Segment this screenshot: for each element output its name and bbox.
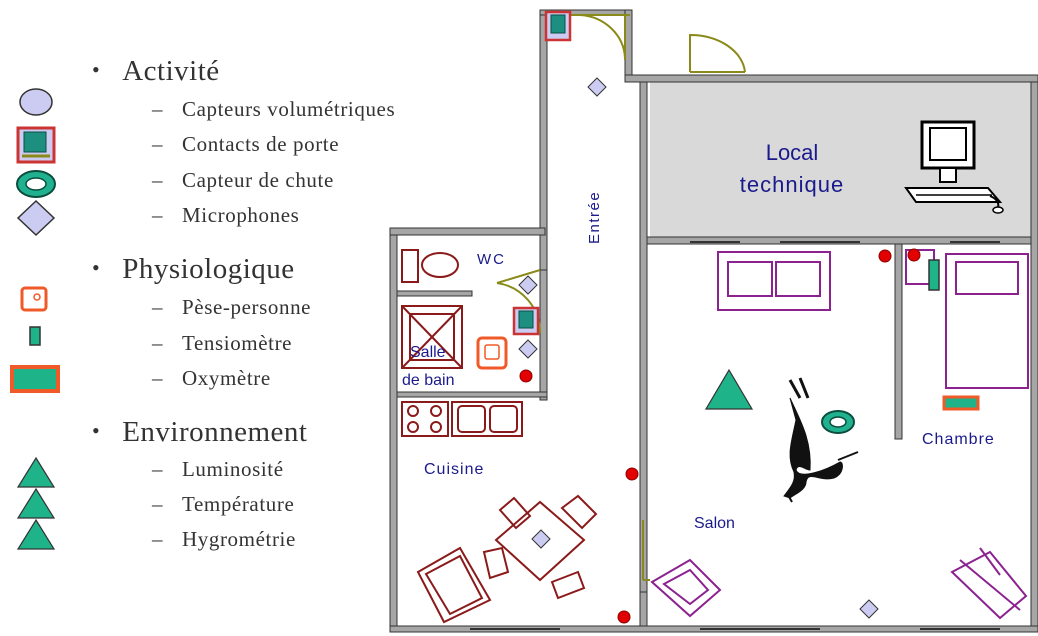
sensors	[476, 10, 980, 624]
section-title-text: Activité	[122, 55, 220, 87]
legend-item-label: Capteurs volumétriques	[182, 97, 396, 121]
scale-icon	[20, 286, 48, 312]
sensor-dot	[878, 249, 892, 263]
room-label-salon: Salon	[694, 515, 735, 532]
sensor-dot	[617, 610, 631, 624]
blood-pressure-icon	[29, 326, 41, 346]
legend-item: –Capteur de chute	[152, 168, 334, 193]
microphone-icon	[531, 529, 551, 549]
bathroom-furniture	[401, 249, 523, 437]
stove	[401, 401, 449, 437]
legend-item: –Luminosité	[152, 457, 284, 482]
legend-item: –Hygrométrie	[152, 527, 296, 552]
scale-icon	[476, 336, 508, 370]
legend-item: –Oxymètre	[152, 366, 271, 391]
dash-glyph: –	[152, 132, 164, 156]
legend-item: –Capteurs volumétriques	[152, 97, 395, 122]
person-icon	[783, 377, 859, 503]
room-label-wc: WC	[477, 251, 506, 268]
room-label-local: Local	[766, 140, 819, 165]
blood-pressure-icon	[928, 259, 940, 291]
door-contact-icon	[512, 306, 540, 336]
legend-item-label: Pèse-personne	[182, 295, 312, 319]
computer-icon	[904, 120, 1004, 214]
oximeter-icon	[942, 395, 980, 411]
legend-item: –Contacts de porte	[152, 132, 339, 157]
sensor-dot	[519, 369, 533, 383]
exercise-bike	[950, 550, 1028, 620]
room-label-de-bain: de bain	[402, 372, 455, 389]
bullet-glyph: •	[92, 255, 101, 280]
dash-glyph: –	[152, 366, 164, 390]
door-contact-icon	[544, 10, 572, 42]
bed	[945, 253, 1029, 389]
toilet-bowl	[421, 252, 459, 278]
technical-room	[650, 82, 1035, 237]
toilet-tank	[401, 249, 419, 283]
room-label-technique: technique	[740, 172, 844, 197]
light-sensor-icon	[704, 368, 754, 410]
sensor-dot	[625, 467, 639, 481]
legend-item-label: Oxymètre	[182, 366, 271, 390]
legend-item-label: Microphones	[182, 203, 300, 227]
dining-table	[416, 494, 598, 624]
legend-item-label: Hygrométrie	[182, 527, 296, 551]
light-sensor-icon	[16, 456, 56, 488]
legend-item: –Pèse-personne	[152, 295, 311, 320]
legend-item: –Température	[152, 492, 294, 517]
sink	[451, 401, 523, 437]
legend-item-label: Contacts de porte	[182, 132, 340, 156]
dash-glyph: –	[152, 492, 164, 516]
legend-item: –Microphones	[152, 203, 299, 228]
legend-item-label: Capteur de chute	[182, 168, 334, 192]
legend-item: –Tensiomètre	[152, 331, 292, 356]
armchair	[650, 558, 722, 618]
shower	[401, 305, 463, 369]
living-furniture	[650, 249, 1029, 620]
section-title-text: Physiologique	[122, 253, 295, 285]
section-title-activite: • Activité	[92, 55, 220, 88]
legend-icons	[10, 88, 60, 550]
oximeter-icon	[10, 365, 60, 393]
section-title-text: Environnement	[122, 416, 308, 448]
microphone-icon	[518, 339, 538, 359]
room-label-salle: Salle	[410, 344, 446, 361]
doors	[496, 14, 746, 581]
legend-item-label: Luminosité	[182, 457, 284, 481]
microphone-icon	[859, 599, 879, 619]
dash-glyph: –	[152, 168, 164, 192]
sensor-dot	[907, 248, 921, 262]
room-labels: Local technique WC Entrée Salle de bain …	[402, 140, 995, 532]
door-contact-icon	[16, 126, 56, 164]
dash-glyph: –	[152, 97, 164, 121]
room-label-entree: Entrée	[586, 191, 603, 244]
volumetric-sensor-icon	[19, 88, 53, 116]
dash-glyph: –	[152, 527, 164, 551]
room-label-chambre: Chambre	[922, 431, 995, 448]
room-label-cuisine: Cuisine	[424, 461, 484, 478]
legend: •Activité –Capteurs volumétriques –Conta…	[0, 0, 395, 636]
section-title-physiologique: • Physiologique	[92, 253, 295, 286]
microphone-icon	[587, 77, 607, 97]
temperature-sensor-icon	[16, 487, 56, 519]
sofa	[717, 251, 831, 311]
bullet-glyph: •	[92, 57, 101, 82]
dash-glyph: –	[152, 295, 164, 319]
fall-sensor-icon	[16, 170, 56, 198]
legend-item-label: Tensiomètre	[182, 331, 293, 355]
bullet-glyph: •	[92, 418, 101, 443]
dash-glyph: –	[152, 457, 164, 481]
legend-item-label: Température	[182, 492, 295, 516]
dash-glyph: –	[152, 331, 164, 355]
microphone-icon	[518, 275, 538, 295]
dash-glyph: –	[152, 203, 164, 227]
fall-sensor-icon	[821, 410, 855, 434]
section-title-environnement: • Environnement	[92, 416, 308, 449]
window-marks	[470, 241, 1000, 630]
microphone-icon	[16, 199, 56, 237]
hygrometry-sensor-icon	[16, 518, 56, 550]
